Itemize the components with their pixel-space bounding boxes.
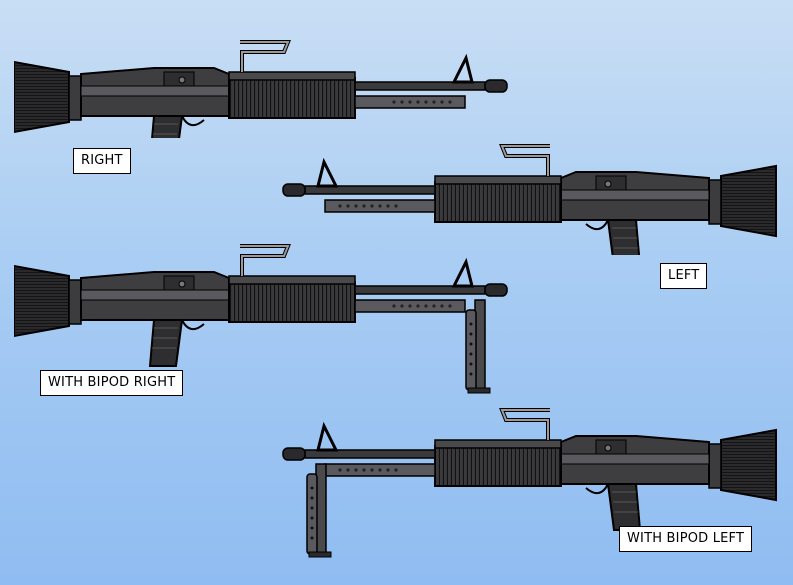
label-bipod-left: WITH BIPOD LEFT bbox=[619, 526, 753, 552]
label-right: RIGHT bbox=[73, 148, 131, 174]
m60-right-view bbox=[14, 40, 509, 138]
label-left: LEFT bbox=[660, 263, 708, 289]
label-bipod-right: WITH BIPOD RIGHT bbox=[40, 370, 184, 396]
